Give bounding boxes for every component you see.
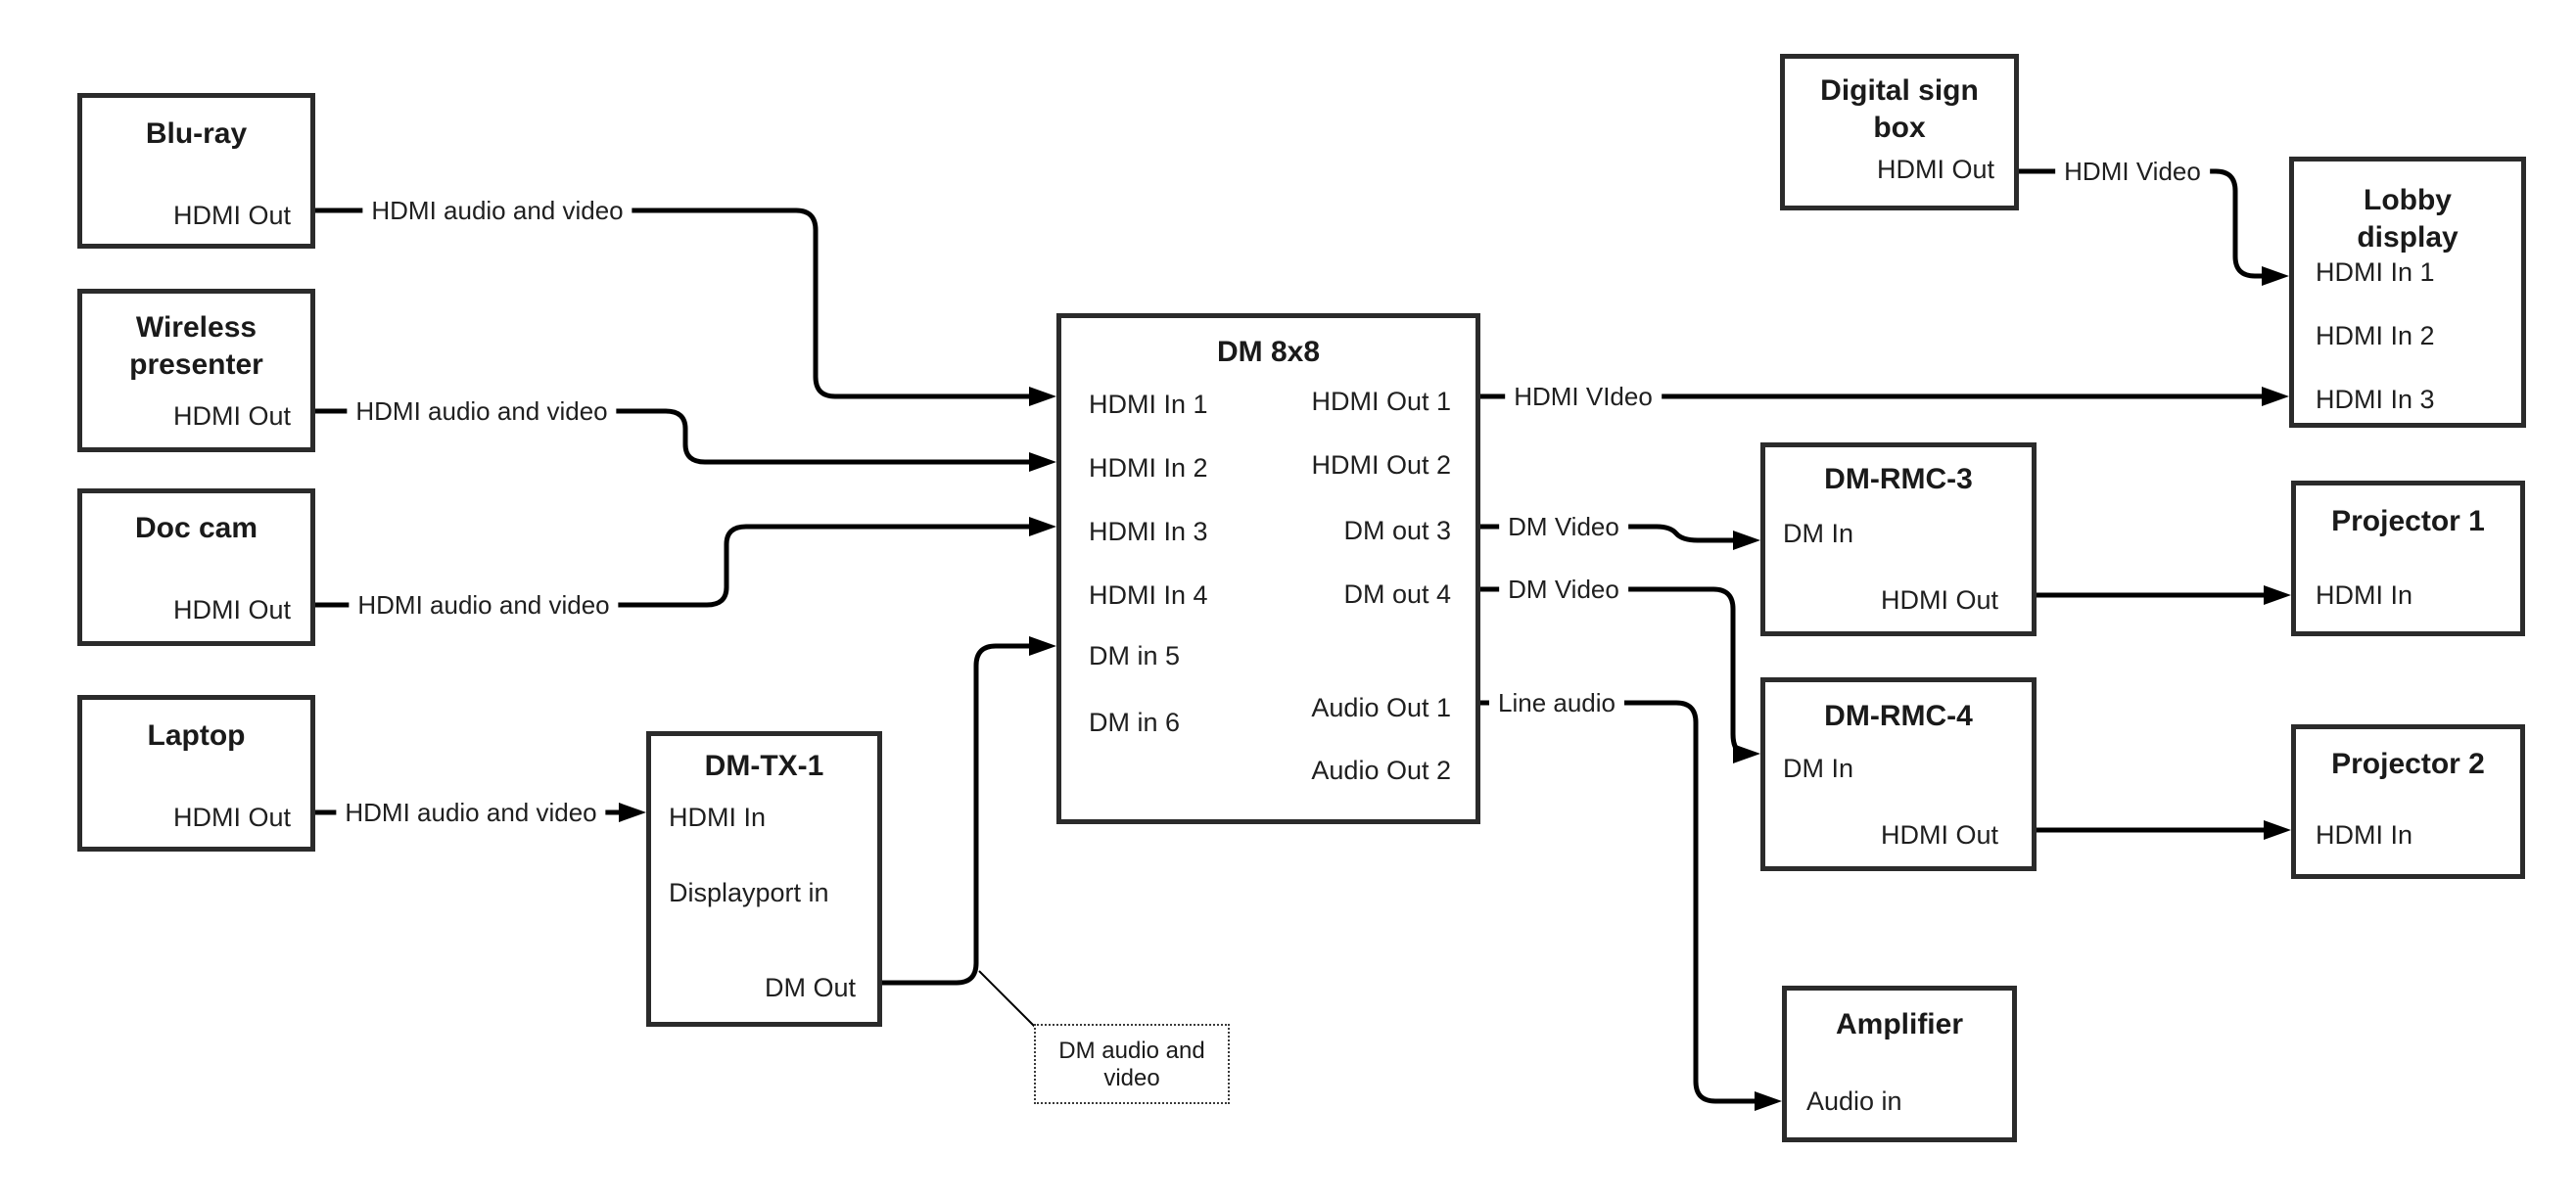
port-projector2-hdmi-in: HDMI In [2316, 820, 2413, 850]
node-title: DM 8x8 [1216, 336, 1321, 368]
connector-label: DM Video [1499, 575, 1628, 604]
node-bluray: Blu-ray HDMI Out [77, 93, 315, 249]
connector-label: HDMI audio and video [347, 396, 617, 426]
port-projector1-hdmi-in: HDMI In [2316, 580, 2413, 610]
node-dm-tx-1: DM-TX-1 HDMI In Displayport in DM Out [646, 731, 882, 1027]
port-dmrmc4-dm-in: DM In [1783, 754, 1854, 783]
port-dm8x8-audio-out-2: Audio Out 2 [1311, 756, 1451, 785]
node-title: DM-TX-1 [704, 750, 824, 782]
port-dmtx1-hdmi-in: HDMI In [669, 803, 767, 832]
port-dm8x8-hdmi-in-2: HDMI In 2 [1089, 453, 1208, 483]
port-dmrmc4-hdmi-out: HDMI Out [1880, 820, 1998, 850]
arrowhead-lobby-in1 [2262, 266, 2289, 286]
arrowhead-dm8x8-in2 [1029, 452, 1056, 472]
port-lobby-hdmi-in-3: HDMI In 3 [2316, 385, 2435, 414]
port-dm8x8-dm-in-5: DM in 5 [1089, 641, 1181, 670]
port-dm8x8-dm-out-4: DM out 4 [1343, 579, 1451, 609]
port-dm8x8-audio-out-1: Audio Out 1 [1311, 693, 1451, 722]
node-title: DM-RMC-4 [1824, 700, 1973, 732]
port-dm8x8-hdmi-in-3: HDMI In 3 [1089, 517, 1208, 546]
arrowhead-projector1-hdmi-in [2264, 585, 2291, 605]
arrowhead-dmtx1-hdmi-in [619, 803, 646, 822]
port-wireless-hdmi-out: HDMI Out [172, 401, 291, 431]
port-dmrmc3-hdmi-out: HDMI Out [1880, 585, 1998, 615]
node-title: Projector 1 [2331, 505, 2485, 537]
port-sign-hdmi-out: HDMI Out [1876, 155, 1994, 184]
connector-label: HDMI audio and video [336, 798, 606, 827]
connector-label: DM Video [1499, 512, 1628, 541]
port-dm8x8-hdmi-out-2: HDMI Out 2 [1311, 450, 1451, 480]
arrowhead-projector2-hdmi-in [2264, 820, 2291, 840]
connector-dm8x8-aout1-to-amplifier [1480, 700, 1758, 1104]
node-title: Laptop [147, 719, 246, 752]
port-dm8x8-hdmi-in-1: HDMI In 1 [1089, 390, 1208, 419]
note-line: video [1103, 1065, 1160, 1091]
port-dm8x8-dm-in-6: DM in 6 [1089, 708, 1181, 737]
port-laptop-hdmi-out: HDMI Out [172, 803, 291, 832]
connector-bluray-to-dm8x8-in1 [315, 208, 1035, 399]
port-doccam-hdmi-out: HDMI Out [172, 595, 291, 624]
port-dm8x8-hdmi-in-4: HDMI In 4 [1089, 580, 1208, 610]
connector-label: HDMI audio and video [349, 590, 619, 620]
node-projector-1: Projector 1 HDMI In [2291, 481, 2525, 636]
note-line: DM audio and [1058, 1038, 1205, 1064]
port-lobby-hdmi-in-2: HDMI In 2 [2316, 321, 2435, 350]
node-dm-8x8: DM 8x8 HDMI In 1 HDMI In 2 HDMI In 3 HDM… [1056, 313, 1480, 824]
connector-dm8x8-out4-to-dmrmc4 [1480, 586, 1748, 757]
note-callout-line [978, 970, 1037, 1029]
note-dm-audio-and-video: DM audio and video [1034, 1024, 1230, 1104]
node-title: DM-RMC-3 [1824, 463, 1973, 495]
node-title: Amplifier [1835, 1008, 1964, 1040]
port-dmtx1-displayport-in: Displayport in [669, 878, 829, 907]
node-doc-cam: Doc cam HDMI Out [77, 488, 315, 646]
port-dm8x8-hdmi-out-1: HDMI Out 1 [1311, 387, 1451, 416]
connector-label: HDMI VIdeo [1505, 382, 1662, 411]
node-dm-rmc-3: DM-RMC-3 DM In HDMI Out [1760, 442, 2037, 636]
connector-label: Line audio [1489, 688, 1624, 717]
arrowhead-amplifier-audio-in [1755, 1091, 1782, 1111]
port-dmtx1-dm-out: DM Out [764, 973, 856, 1002]
node-projector-2: Projector 2 HDMI In [2291, 724, 2525, 879]
connector-label: HDMI audio and video [362, 196, 632, 225]
port-dmrmc3-dm-in: DM In [1783, 519, 1854, 548]
node-amplifier: Amplifier Audio in [1782, 986, 2017, 1142]
port-bluray-hdmi-out: HDMI Out [172, 201, 291, 230]
node-laptop: Laptop HDMI Out [77, 695, 315, 852]
connector-sign-to-lobby-in1 [2019, 168, 2268, 279]
connector-doccam-to-dm8x8-in3 [315, 524, 1035, 608]
node-title: Doc cam [134, 512, 258, 544]
node-dm-rmc-4: DM-RMC-4 DM In HDMI Out [1760, 677, 2037, 871]
arrowhead-dmrmc3-dm-in [1733, 531, 1760, 550]
node-title: Blu-ray [145, 117, 248, 150]
port-lobby-hdmi-in-1: HDMI In 1 [2316, 257, 2435, 287]
port-amplifier-audio-in: Audio in [1806, 1086, 1902, 1116]
arrowhead-dm8x8-in3 [1029, 517, 1056, 536]
arrowhead-dmrmc4-dm-in [1733, 744, 1760, 763]
port-dm8x8-dm-out-3: DM out 3 [1343, 516, 1451, 545]
connector-wireless-to-dm8x8-in2 [315, 408, 1035, 465]
connector-dmtx1-to-dm8x8-in5 [882, 643, 1035, 986]
node-title: Projector 2 [2331, 748, 2485, 780]
arrowhead-lobby-in3 [2262, 387, 2289, 406]
arrowhead-dm8x8-in5 [1029, 636, 1056, 656]
connector-label: HDMI Video [2055, 157, 2210, 186]
connector-dm8x8-out3-to-dmrmc3 [1480, 524, 1737, 543]
arrowhead-dm8x8-in1 [1029, 387, 1056, 406]
